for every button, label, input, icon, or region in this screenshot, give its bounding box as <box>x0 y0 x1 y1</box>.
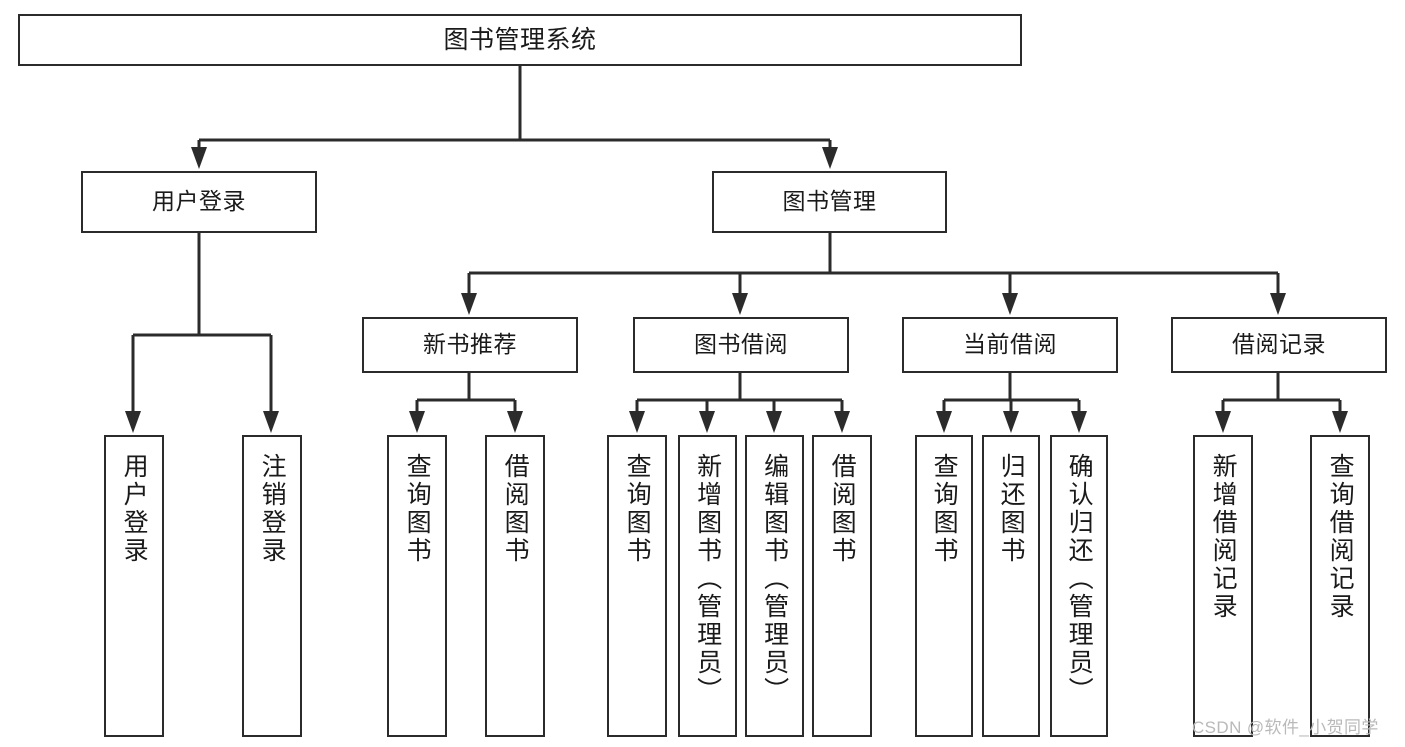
node-user-login[interactable]: 用户登录 <box>81 171 317 233</box>
node-label: 注销登录 <box>258 453 287 565</box>
node-book-manage[interactable]: 图书管理 <box>712 171 947 233</box>
node-leaf-add-record[interactable]: 新增借阅记录 <box>1193 435 1253 737</box>
node-label: 新书推荐 <box>423 331 517 358</box>
node-leaf-query-book-2[interactable]: 查询图书 <box>607 435 667 737</box>
connector-arrowhead <box>507 411 523 433</box>
connector-arrowhead <box>936 411 952 433</box>
node-leaf-query-book-1[interactable]: 查询图书 <box>387 435 447 737</box>
node-label: 查询图书 <box>930 453 959 565</box>
node-label: 图书管理 <box>782 188 877 215</box>
connector-arrowhead <box>1332 411 1348 433</box>
node-label: 图书管理系统 <box>443 26 597 54</box>
node-leaf-query-book-3[interactable]: 查询图书 <box>915 435 973 737</box>
node-label: 确认归还（管理员） <box>1065 453 1094 705</box>
connector-arrowhead <box>191 147 207 169</box>
connector-arrowhead <box>766 411 782 433</box>
connector-arrowhead <box>461 293 477 315</box>
connector-arrowhead <box>732 293 748 315</box>
node-book-borrow[interactable]: 图书借阅 <box>633 317 849 373</box>
node-new-book-recommend[interactable]: 新书推荐 <box>362 317 578 373</box>
node-label: 查询图书 <box>623 453 652 565</box>
connector-arrowhead <box>1071 411 1087 433</box>
node-label: 新增借阅记录 <box>1209 453 1238 621</box>
node-leaf-borrow-book-1[interactable]: 借阅图书 <box>485 435 545 737</box>
node-leaf-borrow-book-2[interactable]: 借阅图书 <box>812 435 872 737</box>
node-leaf-query-record[interactable]: 查询借阅记录 <box>1310 435 1370 737</box>
node-label: 查询借阅记录 <box>1326 453 1355 621</box>
node-leaf-confirm-return[interactable]: 确认归还（管理员） <box>1050 435 1108 737</box>
node-label: 编辑图书（管理员） <box>760 453 789 705</box>
connector-arrowhead <box>1215 411 1231 433</box>
node-root[interactable]: 图书管理系统 <box>18 14 1022 66</box>
node-leaf-user-login[interactable]: 用户登录 <box>104 435 164 737</box>
connector-arrowhead <box>1270 293 1286 315</box>
connector-arrowhead <box>629 411 645 433</box>
node-label: 查询图书 <box>403 453 432 565</box>
node-leaf-logout[interactable]: 注销登录 <box>242 435 302 737</box>
node-current-borrow[interactable]: 当前借阅 <box>902 317 1118 373</box>
node-label: 当前借阅 <box>963 331 1057 358</box>
connector-arrowhead <box>834 411 850 433</box>
node-borrow-record[interactable]: 借阅记录 <box>1171 317 1387 373</box>
connector-arrowhead <box>263 411 279 433</box>
connector-arrowhead <box>699 411 715 433</box>
node-leaf-add-book[interactable]: 新增图书（管理员） <box>678 435 737 737</box>
connector-arrowhead <box>1002 293 1018 315</box>
node-label: 用户登录 <box>120 453 149 565</box>
connector-arrowhead <box>409 411 425 433</box>
node-label: 借阅记录 <box>1232 331 1326 358</box>
node-leaf-return-book[interactable]: 归还图书 <box>982 435 1040 737</box>
node-label: 借阅图书 <box>828 453 857 565</box>
node-label: 图书借阅 <box>694 331 788 358</box>
connector-arrowhead <box>822 147 838 169</box>
node-label: 新增图书（管理员） <box>693 453 722 705</box>
node-label: 借阅图书 <box>501 453 530 565</box>
node-leaf-edit-book[interactable]: 编辑图书（管理员） <box>745 435 804 737</box>
connector-arrowhead <box>1003 411 1019 433</box>
node-label: 归还图书 <box>997 453 1026 565</box>
connector-arrowhead <box>125 411 141 433</box>
node-label: 用户登录 <box>152 188 246 215</box>
